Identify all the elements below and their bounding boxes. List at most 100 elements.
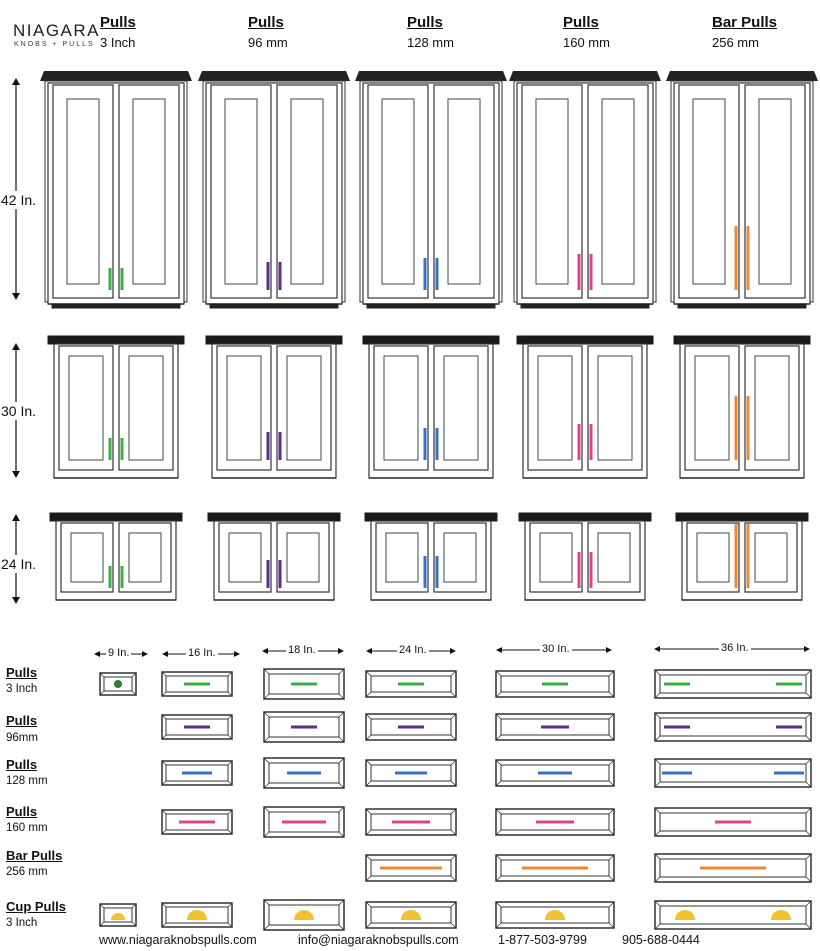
drawer-r3-c2-bevel-tl xyxy=(263,806,270,813)
drawer-r5-c2-bevel-tr xyxy=(338,899,345,906)
cabinet-30-2-panel-left xyxy=(383,355,419,461)
row-size: 160 mm xyxy=(6,822,48,834)
cabinet-24-2-door-left xyxy=(375,522,429,593)
drawer-r1-c5-bevel-tl xyxy=(654,712,661,719)
cabinet-42-2-crown xyxy=(355,71,507,81)
logo-wordmark: NIAGARA xyxy=(13,21,101,40)
drawer-r2-c4-bevel-br xyxy=(608,780,615,787)
drawer-r2-c2-bevel-tr xyxy=(338,757,345,764)
drawer-r1-c5-panel xyxy=(659,717,807,737)
cabinet-24-1-door-right xyxy=(276,522,330,593)
footer-phone-tollfree[interactable]: 1-877-503-9799 xyxy=(498,933,587,947)
drawer-r3-c2-bevel-tr xyxy=(338,806,345,813)
drawer-r3-c4-panel xyxy=(500,813,610,831)
drawer-r5-c3-cup-pull xyxy=(401,910,421,920)
drawer-r5-c3-bevel-br xyxy=(450,922,457,929)
row-title: Pulls xyxy=(6,713,38,728)
drawer-r5-c0-bevel-bl xyxy=(99,921,105,927)
cabinet-30-0-door-left xyxy=(58,345,114,471)
drawer-r0-c1-bevel-tl xyxy=(161,671,167,677)
column-size: 3 Inch xyxy=(100,35,136,50)
drawer-r0-c3-bevel-tr xyxy=(450,670,457,677)
drawer-r0-c4-bevel-tr xyxy=(608,670,615,677)
drawer-r3-c3-bevel-bl xyxy=(365,829,372,836)
width-arrow-30-head-left xyxy=(496,647,502,653)
drawer-r1-c3-panel xyxy=(370,718,452,736)
column-title: Pulls xyxy=(100,14,136,31)
drawer-r5-c1-cup-pull xyxy=(187,910,207,920)
drawer-r0-c5-panel xyxy=(659,674,807,694)
drawer-r5-c2-bevel-tl xyxy=(263,899,270,906)
drawer-r0-c1-bevel-br xyxy=(227,691,233,697)
drawer-r5-c2-bevel-br xyxy=(338,924,345,931)
drawer-r1-c4-bevel-tl xyxy=(495,713,502,720)
width-label-36: 36 In. xyxy=(719,642,751,654)
column-title: Pulls xyxy=(407,14,443,31)
drawer-r2-c1-panel xyxy=(165,764,229,782)
width-arrow-24-head-right xyxy=(450,648,456,654)
drawer-r0-c1-bevel-tr xyxy=(227,671,233,677)
drawer-r5-c0-bevel-tr xyxy=(131,903,137,909)
cabinet-24-1-panel-left xyxy=(228,532,262,583)
drawer-r1-c1-panel xyxy=(165,718,229,736)
cabinet-30-1-panel-left xyxy=(226,355,262,461)
drawer-r3-c2-bevel-br xyxy=(338,831,345,838)
cabinet-24-3-top xyxy=(518,512,652,522)
drawer-r5-c1-bevel-bl xyxy=(161,922,167,928)
footer-email[interactable]: info@niagaraknobspulls.com xyxy=(298,933,459,947)
footer-website[interactable]: www.niagaraknobspulls.com xyxy=(99,933,257,947)
width-label-18: 18 In. xyxy=(286,644,318,656)
drawer-r3-c1-bevel-tr xyxy=(227,809,233,815)
width-arrow-36-head-left xyxy=(654,646,660,652)
row-title: Cup Pulls xyxy=(6,899,66,914)
drawer-r0-c2-bevel-bl xyxy=(263,693,270,700)
cabinet-24-4-door-left xyxy=(686,522,740,593)
cabinet-30-2-panel-right xyxy=(443,355,479,461)
row-size: 3 Inch xyxy=(6,917,38,929)
drawer-r0-c3-bevel-br xyxy=(450,691,457,698)
drawer-r1-c1-bevel-bl xyxy=(161,734,167,740)
drawer-r2-c3-bevel-bl xyxy=(365,780,372,787)
cabinet-30-2-door-right xyxy=(433,345,489,471)
drawer-r3-c3-bevel-tr xyxy=(450,808,457,815)
drawer-r2-c2-bevel-bl xyxy=(263,782,270,789)
cabinet-30-0-top xyxy=(47,335,185,345)
row-size: 256 mm xyxy=(6,866,48,878)
cabinet-24-3-panel-left xyxy=(539,532,573,583)
drawer-r3-c2-bevel-bl xyxy=(263,831,270,838)
drawer-r0-c5-bevel-bl xyxy=(654,692,661,699)
height-label-24: 24 In. xyxy=(1,555,37,573)
cabinet-42-4-crown xyxy=(666,71,818,81)
width-arrow-24-head-left xyxy=(366,648,372,654)
cabinet-42-0-door-left xyxy=(52,84,114,299)
drawer-r5-c0-bevel-br xyxy=(131,921,137,927)
drawer-r5-c2-panel xyxy=(268,904,340,926)
drawer-r4-c5-bevel-br xyxy=(805,876,812,883)
drawer-r5-c4-panel xyxy=(500,906,610,924)
column-title: Pulls xyxy=(248,14,284,31)
drawer-r0-c3-bevel-bl xyxy=(365,691,372,698)
drawer-r5-c5-bevel-br xyxy=(805,923,812,930)
footer-phone-local[interactable]: 905-688-0444 xyxy=(622,933,700,947)
cabinet-42-1-door-right xyxy=(276,84,338,299)
height-arrow-42-head-down xyxy=(12,293,20,300)
drawer-r1-c2-panel xyxy=(268,716,340,738)
cabinet-24-4-panel-left xyxy=(696,532,730,583)
width-arrow-30-head-right xyxy=(606,647,612,653)
drawer-r0-c5-bevel-br xyxy=(805,692,812,699)
drawer-r2-c4-panel xyxy=(500,764,610,782)
cabinet-30-0-panel-left xyxy=(68,355,104,461)
cabinet-42-2-toe xyxy=(366,303,496,309)
width-arrow-16-head-left xyxy=(162,651,168,657)
drawer-r2-c3-bevel-tl xyxy=(365,759,372,766)
cabinet-30-3-panel-right xyxy=(597,355,633,461)
drawer-r4-c5-bevel-tr xyxy=(805,853,812,860)
cabinet-24-4-door-right xyxy=(744,522,798,593)
drawer-r0-c5-bevel-tl xyxy=(654,669,661,676)
drawer-r1-c2-bevel-bl xyxy=(263,736,270,743)
cabinet-24-2-top xyxy=(364,512,498,522)
cabinet-42-1-panel-left xyxy=(224,98,258,285)
drawer-r2-c3-panel xyxy=(370,764,452,782)
drawer-r4-c4-bevel-bl xyxy=(495,875,502,882)
